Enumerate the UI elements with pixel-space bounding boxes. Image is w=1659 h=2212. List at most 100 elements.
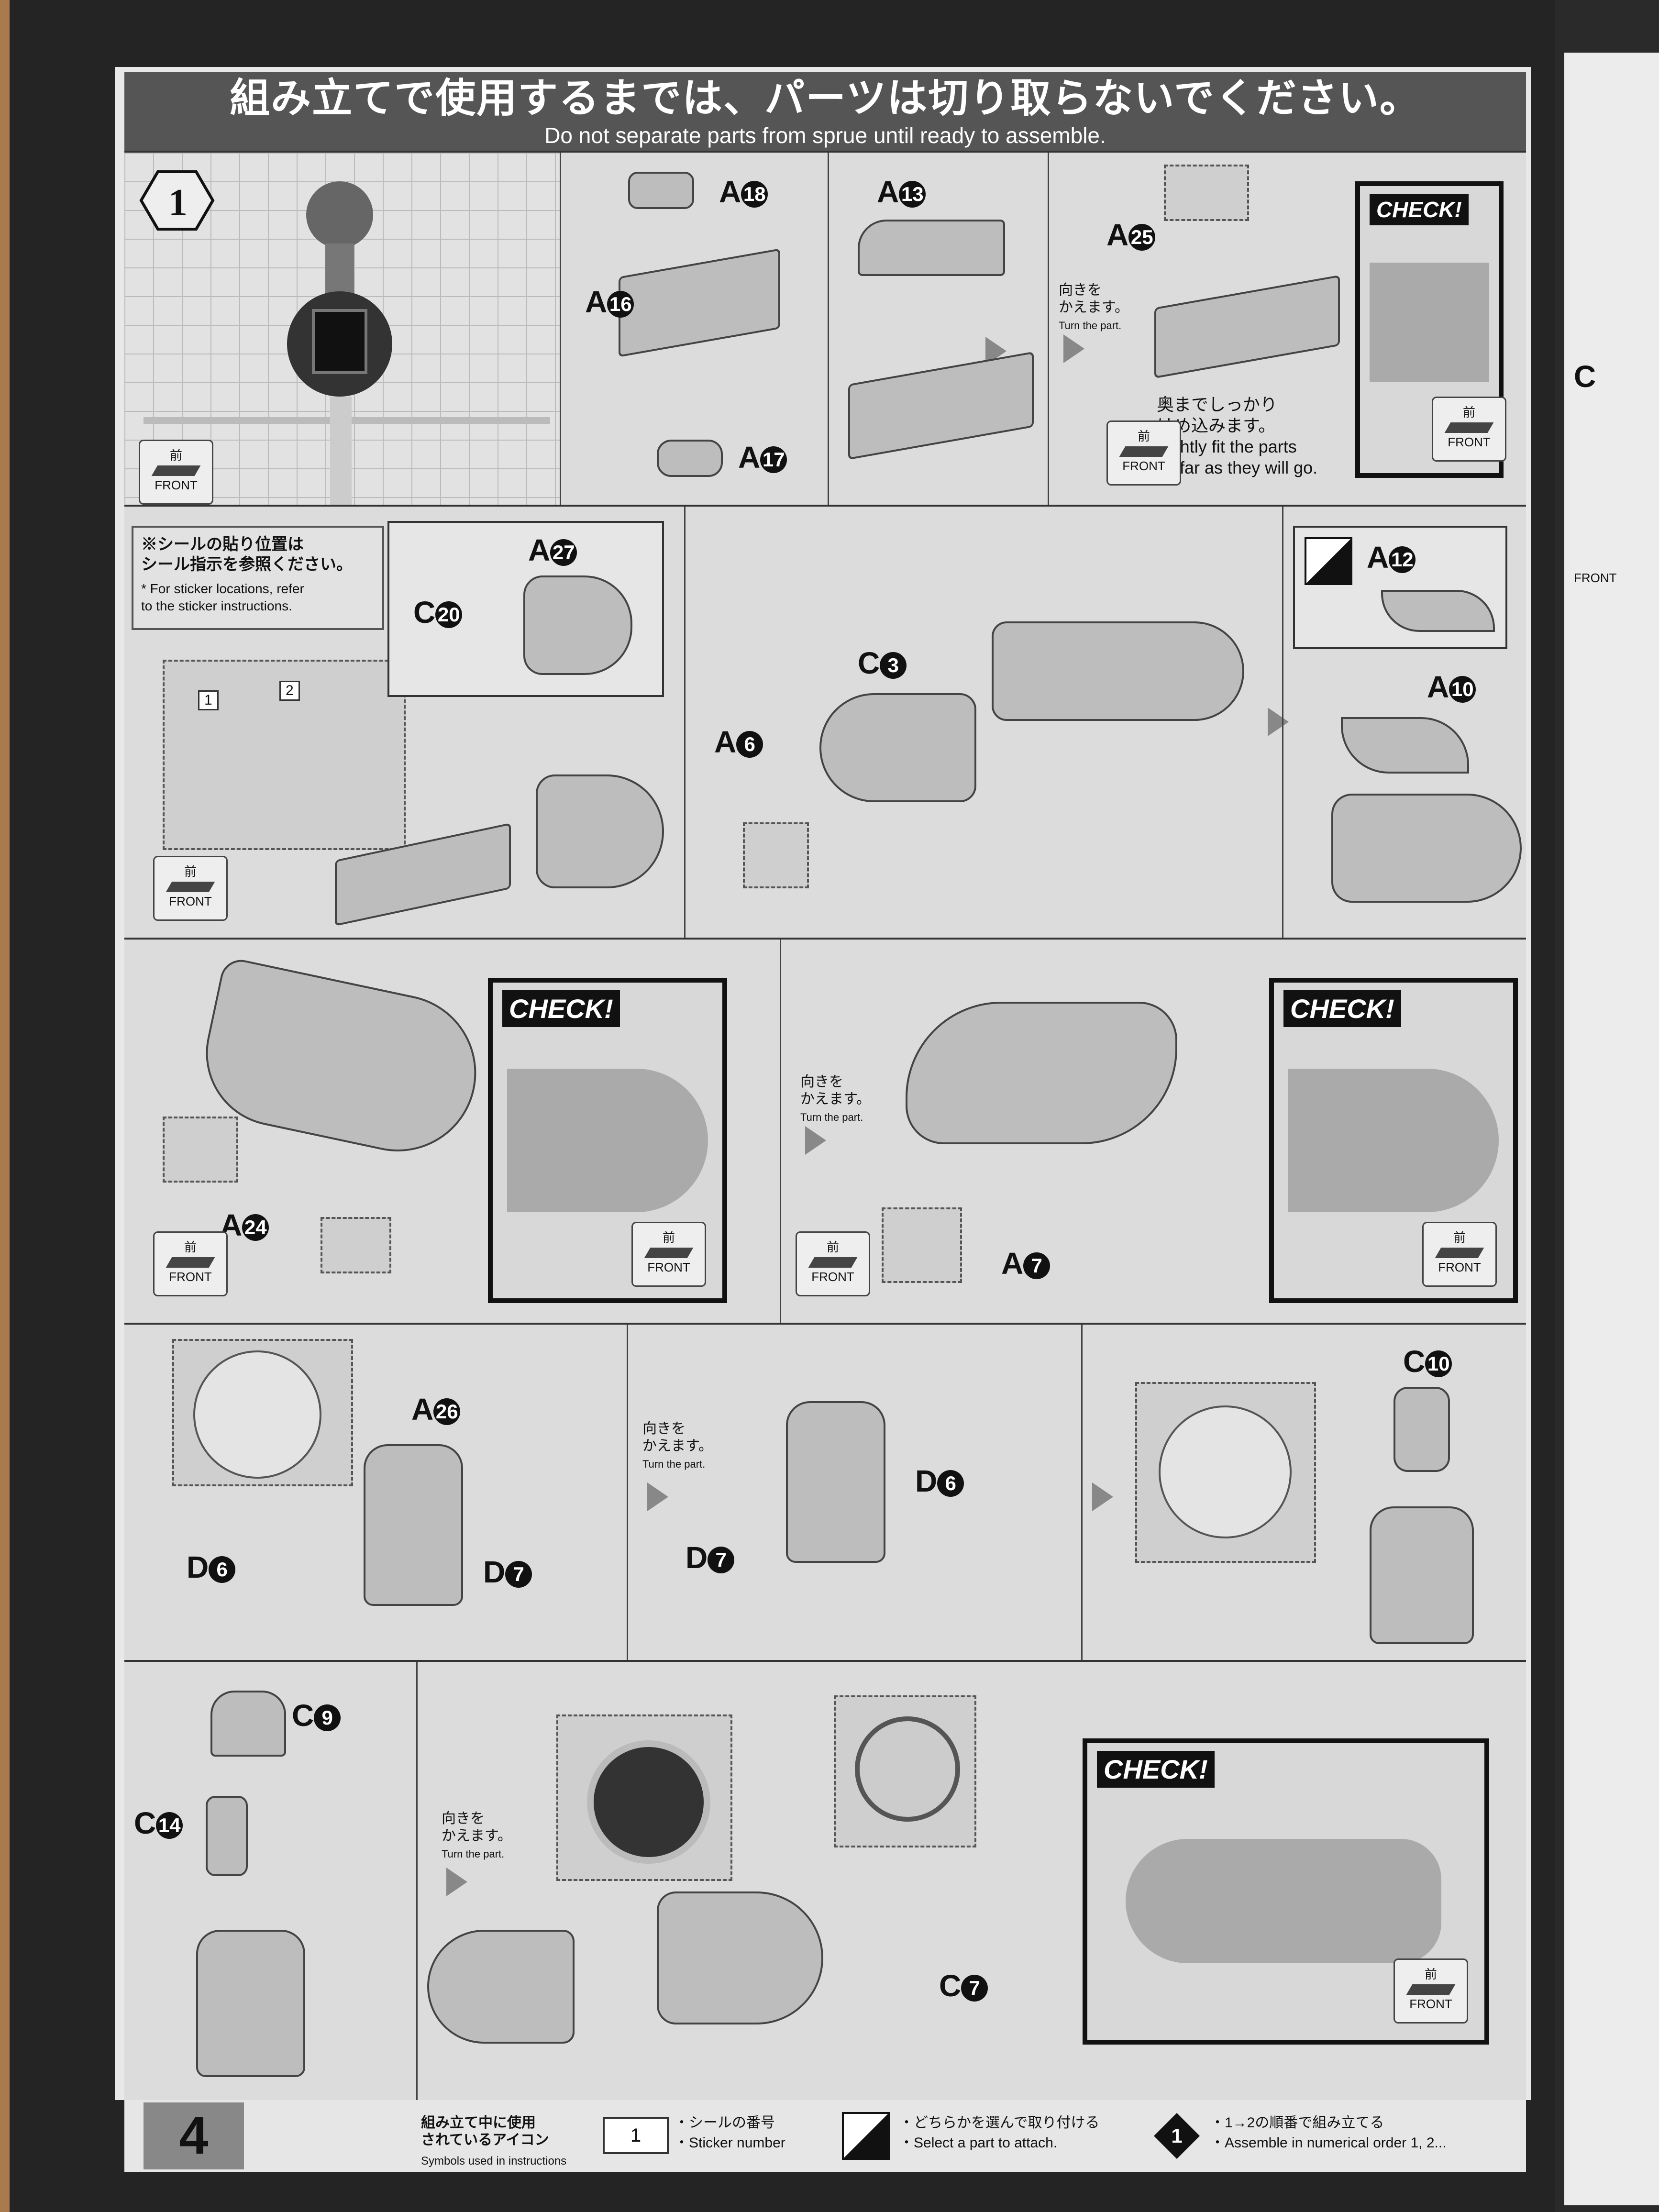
front-label: FRONT [1574,571,1617,585]
symbols-en: Symbols used in instructions [421,2155,567,2168]
check-photo [507,1069,708,1212]
sticker-number-icon: 1 [603,2117,669,2154]
a7-detail [882,1207,962,1283]
socket-detail [556,1714,732,1881]
a24-detail [321,1217,391,1273]
label-c2: C [1574,359,1596,394]
c7-detail [834,1695,976,1847]
row-2: ※シールの貼り位置は シール指示を参照ください。 * For sticker l… [124,505,1526,940]
turn-part-text: 向きを かえます。Turn the part. [800,1074,871,1123]
sticker-en: ・Sticker number [675,2135,785,2151]
next-arrow-icon [446,1868,467,1896]
select-part-icon [1305,537,1352,585]
part-c3 [819,693,976,802]
svg-text:1: 1 [1171,2124,1182,2147]
part-assembly [196,1930,305,2077]
next-arrow-icon [805,1126,826,1155]
turn-part-text: 向きを かえます。Turn the part. [442,1811,512,1860]
page-header: 組み立てで使用するまでは、パーツは切り取らないでください。 Do not sep… [124,72,1526,151]
row2-panel-a: ※シールの貼り位置は シール指示を参照ください。 * For sticker l… [124,507,684,940]
next-arrow-icon [647,1482,668,1511]
part-a27 [523,575,632,675]
a26-detail [172,1339,353,1486]
a24-detail [163,1117,238,1183]
next-arrow-icon [1063,334,1084,363]
engine-assembly [657,1891,823,2024]
check-photo [1126,1839,1441,1963]
body-assembly [1331,794,1522,903]
part-assembly [1154,275,1340,379]
check-label: CHECK! [1370,194,1469,225]
part-a26-assembly [786,1401,885,1563]
check-photo [1288,1069,1499,1212]
c10-detail [1135,1382,1316,1563]
check-photo [1370,263,1489,382]
part-a16 [619,248,780,357]
sticker-jp: ・シールの番号 [675,2115,775,2131]
part-assembly [848,351,1034,460]
part-c14 [206,1796,248,1876]
part-a17 [657,440,723,477]
header-en: Do not separate parts from sprue until r… [544,123,1106,148]
select-en: ・Select a part to attach. [899,2135,1058,2151]
part-c10 [1394,1387,1450,1472]
turn-part-text: 向きを かえます。Turn the part. [642,1421,713,1470]
nose-assembly [427,1930,575,2044]
right-page-edge: C FRONT [1564,53,1659,2205]
page-number: 4 [144,2102,244,2169]
part-c9 [210,1691,286,1757]
check-label: CHECK! [1283,990,1401,1027]
body-assembly [992,621,1244,721]
step-hexagon-icon [139,170,215,231]
part-a13 [858,220,1005,276]
next-arrow-icon [1268,708,1289,736]
order-en: ・Assemble in numerical order 1, 2... [1210,2135,1447,2151]
part-a26 [364,1444,463,1606]
part-a18 [628,172,694,209]
sticker-2-icon: 2 [279,681,300,701]
part-a27-assembly [536,774,664,888]
sticker-diagram: 1 2 [163,660,406,850]
